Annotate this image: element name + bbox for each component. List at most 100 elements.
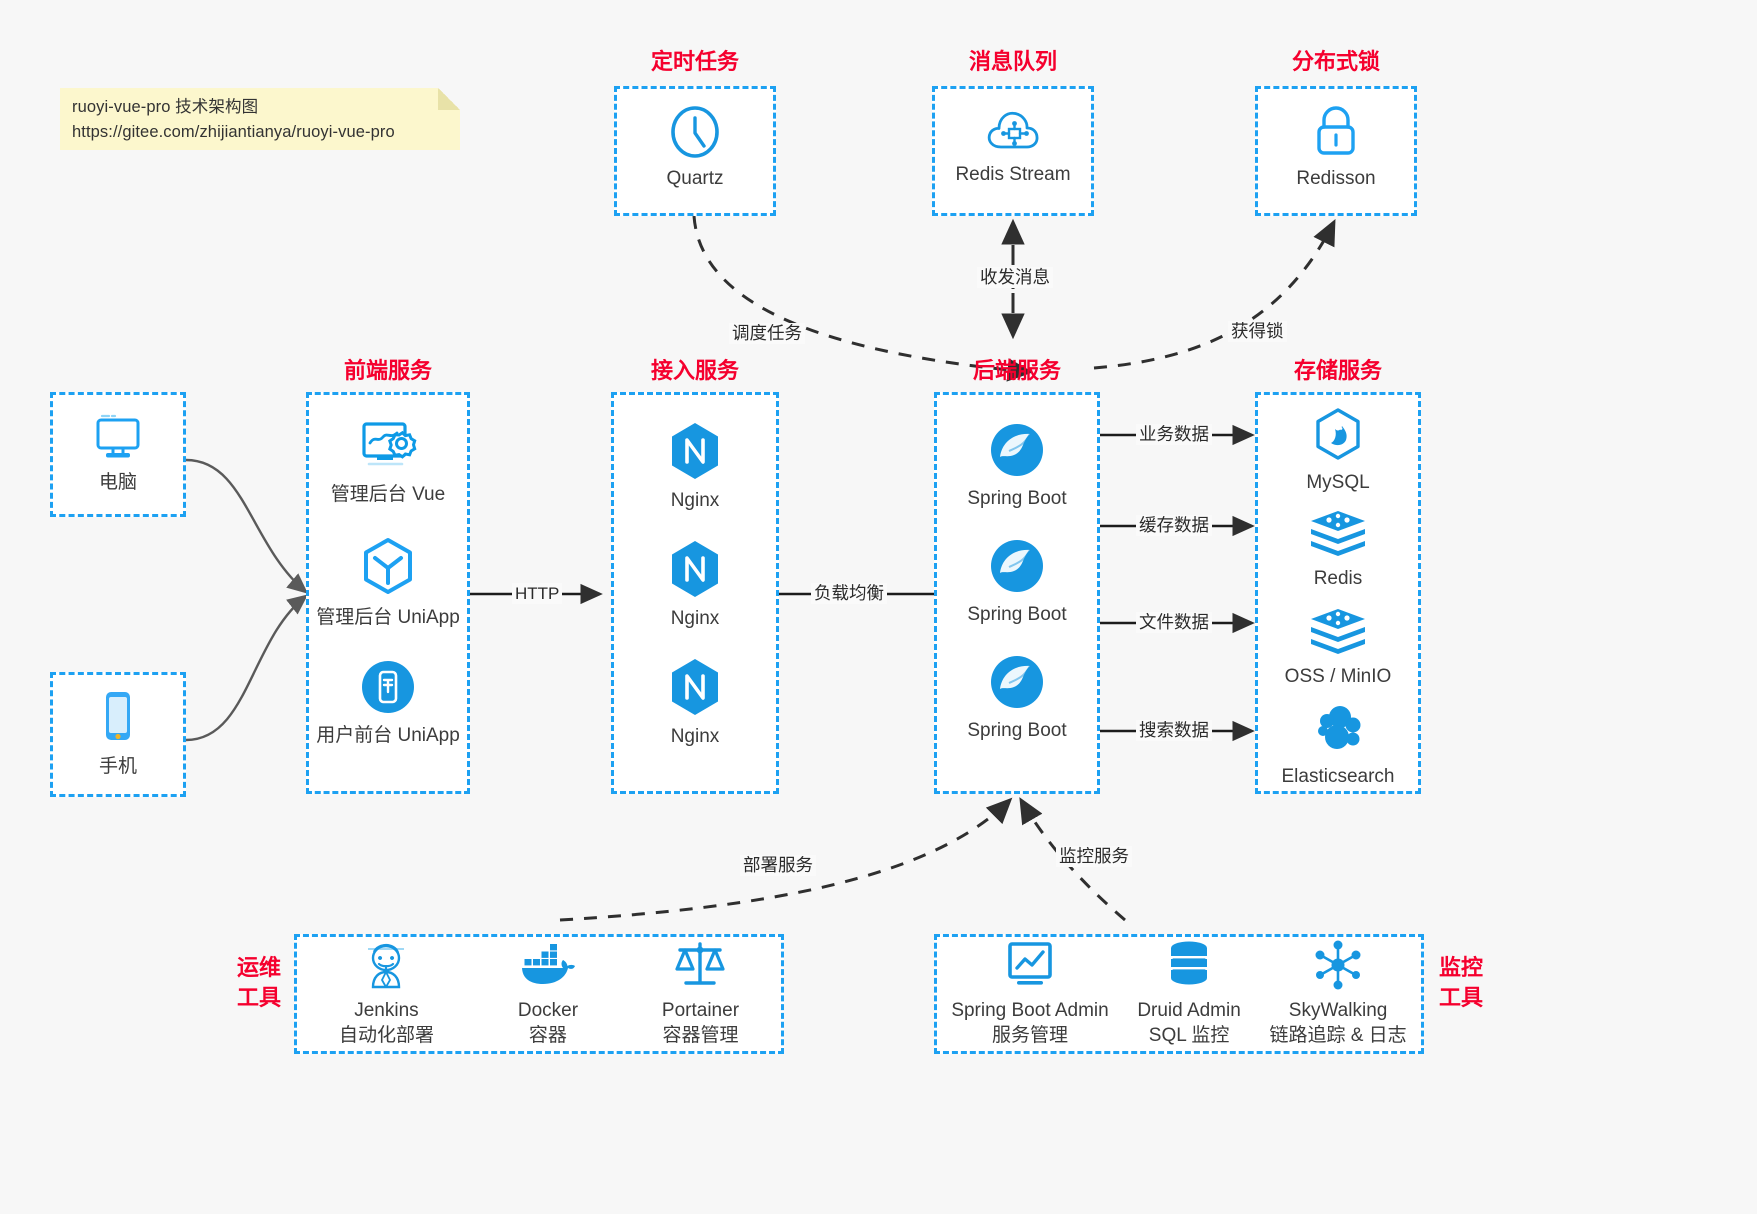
edge-label-deploy-service: 部署服务 xyxy=(740,855,816,876)
elasticsearch-icon xyxy=(1318,706,1361,749)
architecture-note: ruoyi-vue-pro 技术架构图 https://gitee.com/zh… xyxy=(60,88,460,150)
node-sublabel: 容器管理 xyxy=(662,1025,739,1046)
group-box-gateway: Nginx Nginx Nginx xyxy=(611,392,779,794)
node-sublabel: SQL 监控 xyxy=(1148,1025,1230,1046)
node-user-uniapp[interactable]: 用户前台 UniApp xyxy=(309,630,467,748)
edge-label-load-balance: 负载均衡 xyxy=(811,583,887,604)
scales-icon xyxy=(675,942,726,985)
spring-icon xyxy=(991,656,1043,708)
group-title-backend: 后端服务 xyxy=(972,358,1061,383)
node-label: Elasticsearch xyxy=(1281,766,1395,787)
node-label: Spring Boot xyxy=(967,604,1067,625)
spring-icon xyxy=(991,540,1043,592)
node-sublabel: 服务管理 xyxy=(991,1025,1068,1046)
edge-label-search-data: 搜索数据 xyxy=(1136,720,1212,741)
node-sublabel: 链路追踪 & 日志 xyxy=(1269,1025,1407,1046)
skywalking-icon xyxy=(1315,940,1361,990)
group-title-devops-line1: 运维 xyxy=(236,955,281,980)
node-sublabel: 容器 xyxy=(528,1025,567,1046)
node-elasticsearch[interactable]: Elasticsearch xyxy=(1258,689,1418,789)
nginx-icon xyxy=(672,541,718,597)
group-box-frontend: 管理后台 Vue 管理后台 UniApp 用户前台 UniApp xyxy=(306,392,470,794)
nginx-icon xyxy=(672,659,718,715)
node-admin-uniapp[interactable]: 管理后台 UniApp xyxy=(309,507,467,630)
note-fold-icon xyxy=(438,88,460,110)
node-spring-boot-3[interactable]: Spring Boot xyxy=(937,627,1097,743)
note-title: ruoyi-vue-pro 技术架构图 xyxy=(72,98,259,116)
group-title-frontend: 前端服务 xyxy=(343,358,432,383)
node-label: OSS / MinIO xyxy=(1284,666,1392,687)
note-url: https://gitee.com/zhijiantianya/ruoyi-vu… xyxy=(72,123,395,141)
node-redisson[interactable]: Redisson xyxy=(1258,89,1414,191)
group-title-devops-line2: 工具 xyxy=(236,985,281,1010)
node-label: 管理后台 UniApp xyxy=(316,607,460,628)
node-label: Nginx xyxy=(670,608,720,629)
node-label: Redis Stream xyxy=(955,164,1071,185)
node-label: Redisson xyxy=(1296,168,1376,189)
node-nginx-2[interactable]: Nginx xyxy=(614,513,776,631)
group-title-monitor: 监控 工具 xyxy=(1430,953,1492,1013)
node-label: Spring Boot xyxy=(967,720,1067,741)
node-druid-admin[interactable]: Druid Admin SQL 监控 xyxy=(1137,939,1241,1049)
node-spring-boot-2[interactable]: Spring Boot xyxy=(937,511,1097,627)
node-label: MySQL xyxy=(1306,472,1370,493)
node-label: Jenkins xyxy=(354,1000,419,1021)
monitor-gear-icon xyxy=(362,422,417,466)
group-box-monitor: Spring Boot Admin 服务管理 Druid Admin SQL 监… xyxy=(934,934,1424,1054)
edge-label-acquire-lock: 获得锁 xyxy=(1228,321,1287,342)
group-box-desktop: 电脑 xyxy=(50,392,186,517)
edge-label-cache-data: 缓存数据 xyxy=(1136,515,1212,536)
mysql-icon xyxy=(1316,408,1360,460)
node-redis[interactable]: Redis xyxy=(1258,495,1418,591)
cloud-stream-icon xyxy=(987,111,1039,149)
group-title-scheduler: 定时任务 xyxy=(650,49,739,74)
node-nginx-3[interactable]: Nginx xyxy=(614,631,776,749)
edge-label-file-data: 文件数据 xyxy=(1136,612,1212,633)
cube-icon xyxy=(364,538,412,594)
node-label: Spring Boot Admin xyxy=(951,1000,1109,1021)
node-phone[interactable]: 手机 xyxy=(53,675,183,779)
node-label: 手机 xyxy=(98,756,137,777)
node-nginx-1[interactable]: Nginx xyxy=(614,395,776,513)
node-label: Docker xyxy=(517,1000,579,1021)
clock-icon xyxy=(671,106,719,158)
node-mysql[interactable]: MySQL xyxy=(1258,395,1418,495)
monitor-chart-icon xyxy=(1008,942,1052,985)
node-label: Redis xyxy=(1313,568,1363,589)
node-oss-minio[interactable]: OSS / MinIO xyxy=(1258,591,1418,689)
desktop-icon xyxy=(96,414,140,458)
node-redis-stream[interactable]: Redis Stream xyxy=(935,89,1091,187)
node-portainer[interactable]: Portainer 容器管理 xyxy=(662,939,739,1049)
node-jenkins[interactable]: Jenkins 自动化部署 xyxy=(339,939,434,1049)
node-skywalking[interactable]: SkyWalking 链路追踪 & 日志 xyxy=(1269,939,1407,1049)
oss-icon xyxy=(1311,609,1365,654)
node-spring-boot-admin[interactable]: Spring Boot Admin 服务管理 xyxy=(951,939,1109,1049)
edge-label-business-data: 业务数据 xyxy=(1136,424,1212,445)
group-box-backend: Spring Boot Spring Boot Spring Boot xyxy=(934,392,1100,794)
group-title-monitor-line2: 工具 xyxy=(1438,985,1483,1010)
node-label: 电脑 xyxy=(98,472,137,493)
node-label: Quartz xyxy=(666,168,724,189)
node-label: Druid Admin xyxy=(1137,1000,1241,1021)
docker-icon xyxy=(521,944,575,984)
lock-icon xyxy=(1317,106,1355,155)
node-label: 用户前台 UniApp xyxy=(316,725,460,746)
spring-icon xyxy=(991,424,1043,476)
node-label: Nginx xyxy=(670,726,720,747)
group-title-storage: 存储服务 xyxy=(1293,358,1382,383)
nginx-icon xyxy=(672,423,718,479)
node-label: 管理后台 Vue xyxy=(330,484,446,505)
node-quartz[interactable]: Quartz xyxy=(617,89,773,191)
group-title-devops: 运维 工具 xyxy=(228,953,290,1013)
node-docker[interactable]: Docker 容器 xyxy=(518,939,578,1049)
node-spring-boot-1[interactable]: Spring Boot xyxy=(937,395,1097,511)
node-label: Portainer xyxy=(661,1000,740,1021)
node-admin-vue[interactable]: 管理后台 Vue xyxy=(309,395,467,507)
group-box-lock: Redisson xyxy=(1255,86,1417,216)
group-title-gateway: 接入服务 xyxy=(650,358,739,383)
node-desktop[interactable]: 电脑 xyxy=(53,395,183,495)
node-label: Spring Boot xyxy=(967,488,1067,509)
mobile-app-icon xyxy=(362,661,414,713)
node-label: SkyWalking xyxy=(1288,1000,1388,1021)
